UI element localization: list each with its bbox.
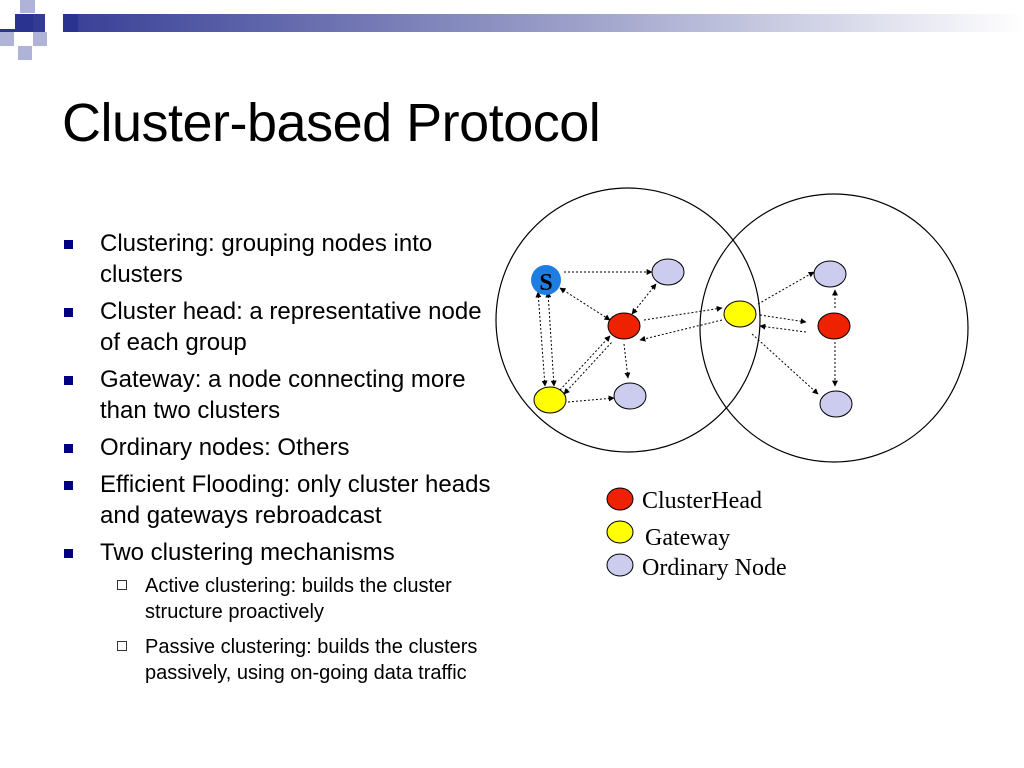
square-bullet-icon xyxy=(64,444,73,453)
sub-bullet-list: Active clustering: builds the cluster st… xyxy=(100,573,492,686)
link-arrow xyxy=(545,291,557,387)
link-arrow xyxy=(559,335,611,391)
deco-square xyxy=(20,0,35,13)
link-arrow xyxy=(623,343,631,379)
square-bullet-icon xyxy=(64,308,73,317)
link-arrow xyxy=(567,395,615,403)
square-bullet-icon xyxy=(64,376,73,385)
gateway-node xyxy=(723,300,757,328)
clusterhead-node xyxy=(607,312,641,340)
bullet-item: Efficient Flooding: only cluster heads a… xyxy=(62,469,492,531)
bullet-text: Clustering: grouping nodes into clusters xyxy=(100,230,433,288)
legend-ordinary-label: Ordinary Node xyxy=(642,555,787,581)
ordinary-node xyxy=(651,258,685,286)
sub-bullet-text: Passive clustering: builds the clusters … xyxy=(145,636,478,684)
hollow-square-bullet-icon xyxy=(117,641,127,651)
legend-clusterhead-label: ClusterHead xyxy=(642,488,762,514)
link-arrow xyxy=(631,283,657,315)
gateway-node xyxy=(533,386,567,414)
legend-gateway-label: Gateway xyxy=(645,525,730,551)
sub-bullet-text: Active clustering: builds the cluster st… xyxy=(145,575,452,623)
bullet-list: Clustering: grouping nodes into clusters… xyxy=(62,228,492,695)
header-gradient-bar xyxy=(0,14,1024,32)
deco-square xyxy=(45,14,63,32)
sub-bullet-item: Passive clustering: builds the clusters … xyxy=(100,634,492,686)
link-arrow xyxy=(759,323,807,333)
link-arrow xyxy=(751,333,819,395)
ordinary-node xyxy=(813,260,847,288)
sub-bullet-item: Active clustering: builds the cluster st… xyxy=(100,573,492,625)
legend: ClusterHead Gateway Ordinary Node xyxy=(606,487,787,581)
legend-gateway-swatch xyxy=(606,520,634,544)
square-bullet-icon xyxy=(64,240,73,249)
deco-square xyxy=(0,14,15,29)
cluster-boundary-left xyxy=(495,187,761,453)
source-node-label: S xyxy=(539,270,552,296)
slide-title: Cluster-based Protocol xyxy=(62,93,601,153)
legend-ordinary-swatch xyxy=(606,553,634,577)
cluster-boundary-right xyxy=(699,193,969,463)
deco-square xyxy=(0,32,14,46)
link-arrow xyxy=(639,319,723,342)
bullet-text: Cluster head: a representative node of e… xyxy=(100,298,482,356)
square-bullet-icon xyxy=(64,481,73,490)
link-arrow xyxy=(643,305,723,321)
hollow-square-bullet-icon xyxy=(117,580,127,590)
link-arrow xyxy=(535,291,548,387)
ordinary-node xyxy=(613,382,647,410)
link-arrow xyxy=(757,271,815,305)
deco-square xyxy=(63,14,78,32)
deco-square xyxy=(15,14,33,32)
link-arrow xyxy=(759,314,807,325)
square-bullet-icon xyxy=(64,549,73,558)
ordinary-node xyxy=(819,390,853,418)
deco-square xyxy=(18,46,32,60)
deco-square xyxy=(33,32,47,46)
bullet-item: Two clustering mechanisms Active cluster… xyxy=(62,537,492,686)
link-arrow xyxy=(559,287,611,321)
bullet-text: Two clustering mechanisms xyxy=(100,539,395,566)
clusterhead-node xyxy=(817,312,851,340)
legend-clusterhead-swatch xyxy=(606,487,634,511)
cluster-network-diagram: S ClusterHead Gateway Ordinary Node xyxy=(495,187,969,581)
bullet-text: Gateway: a node connecting more than two… xyxy=(100,366,466,424)
bullet-text: Ordinary nodes: Others xyxy=(100,434,350,461)
link-arrow xyxy=(563,341,613,395)
bullet-item: Cluster head: a representative node of e… xyxy=(62,296,492,358)
source-node xyxy=(531,265,561,295)
bullet-item: Ordinary nodes: Others xyxy=(62,432,492,463)
header-decoration xyxy=(0,0,1024,60)
bullet-item: Gateway: a node connecting more than two… xyxy=(62,364,492,426)
bullet-item: Clustering: grouping nodes into clusters xyxy=(62,228,492,290)
bullet-text: Efficient Flooding: only cluster heads a… xyxy=(100,471,491,529)
